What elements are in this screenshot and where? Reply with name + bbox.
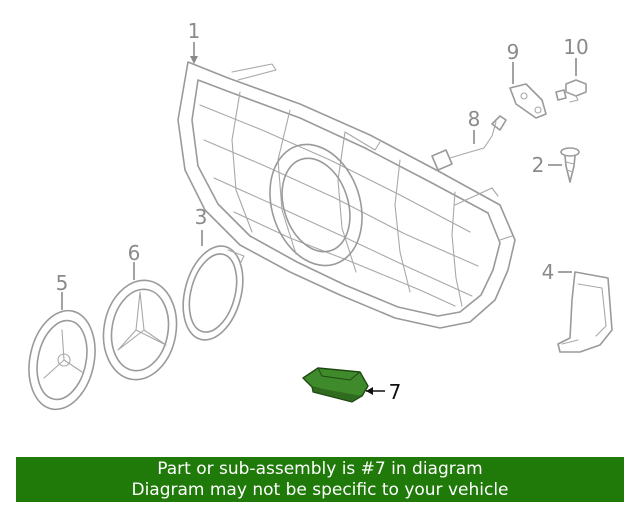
callout-10: 10 bbox=[563, 35, 588, 59]
parts-diagram: 1 2 3 4 5 6 7 8 9 10 bbox=[20, 19, 613, 415]
callout-8: 8 bbox=[468, 107, 481, 131]
callout-4: 4 bbox=[542, 260, 555, 284]
callout-6: 6 bbox=[128, 241, 141, 265]
info-banner: Part or sub-assembly is #7 in diagram Di… bbox=[16, 457, 624, 502]
push-clip[interactable] bbox=[560, 147, 580, 183]
emblem-base[interactable] bbox=[20, 304, 103, 415]
callout-3: 3 bbox=[195, 205, 208, 229]
radar-sensor[interactable] bbox=[509, 83, 547, 119]
callout-5: 5 bbox=[56, 271, 69, 295]
callout-9: 9 bbox=[507, 40, 520, 64]
bolt[interactable] bbox=[555, 79, 587, 103]
callout-2: 2 bbox=[532, 153, 545, 177]
star-emblem[interactable] bbox=[96, 275, 184, 386]
highlighted-part-7[interactable] bbox=[302, 367, 369, 403]
callout-7: 7 bbox=[389, 380, 402, 404]
grille-assembly[interactable] bbox=[177, 61, 516, 329]
leader-lines bbox=[61, 42, 577, 395]
side-bracket[interactable] bbox=[557, 271, 613, 353]
banner-line-2: Diagram may not be specific to your vehi… bbox=[131, 479, 509, 500]
emblem-ring[interactable] bbox=[174, 239, 253, 346]
sensor-harness[interactable] bbox=[431, 115, 507, 171]
banner-line-1: Part or sub-assembly is #7 in diagram bbox=[157, 458, 483, 479]
callout-1: 1 bbox=[188, 19, 201, 43]
